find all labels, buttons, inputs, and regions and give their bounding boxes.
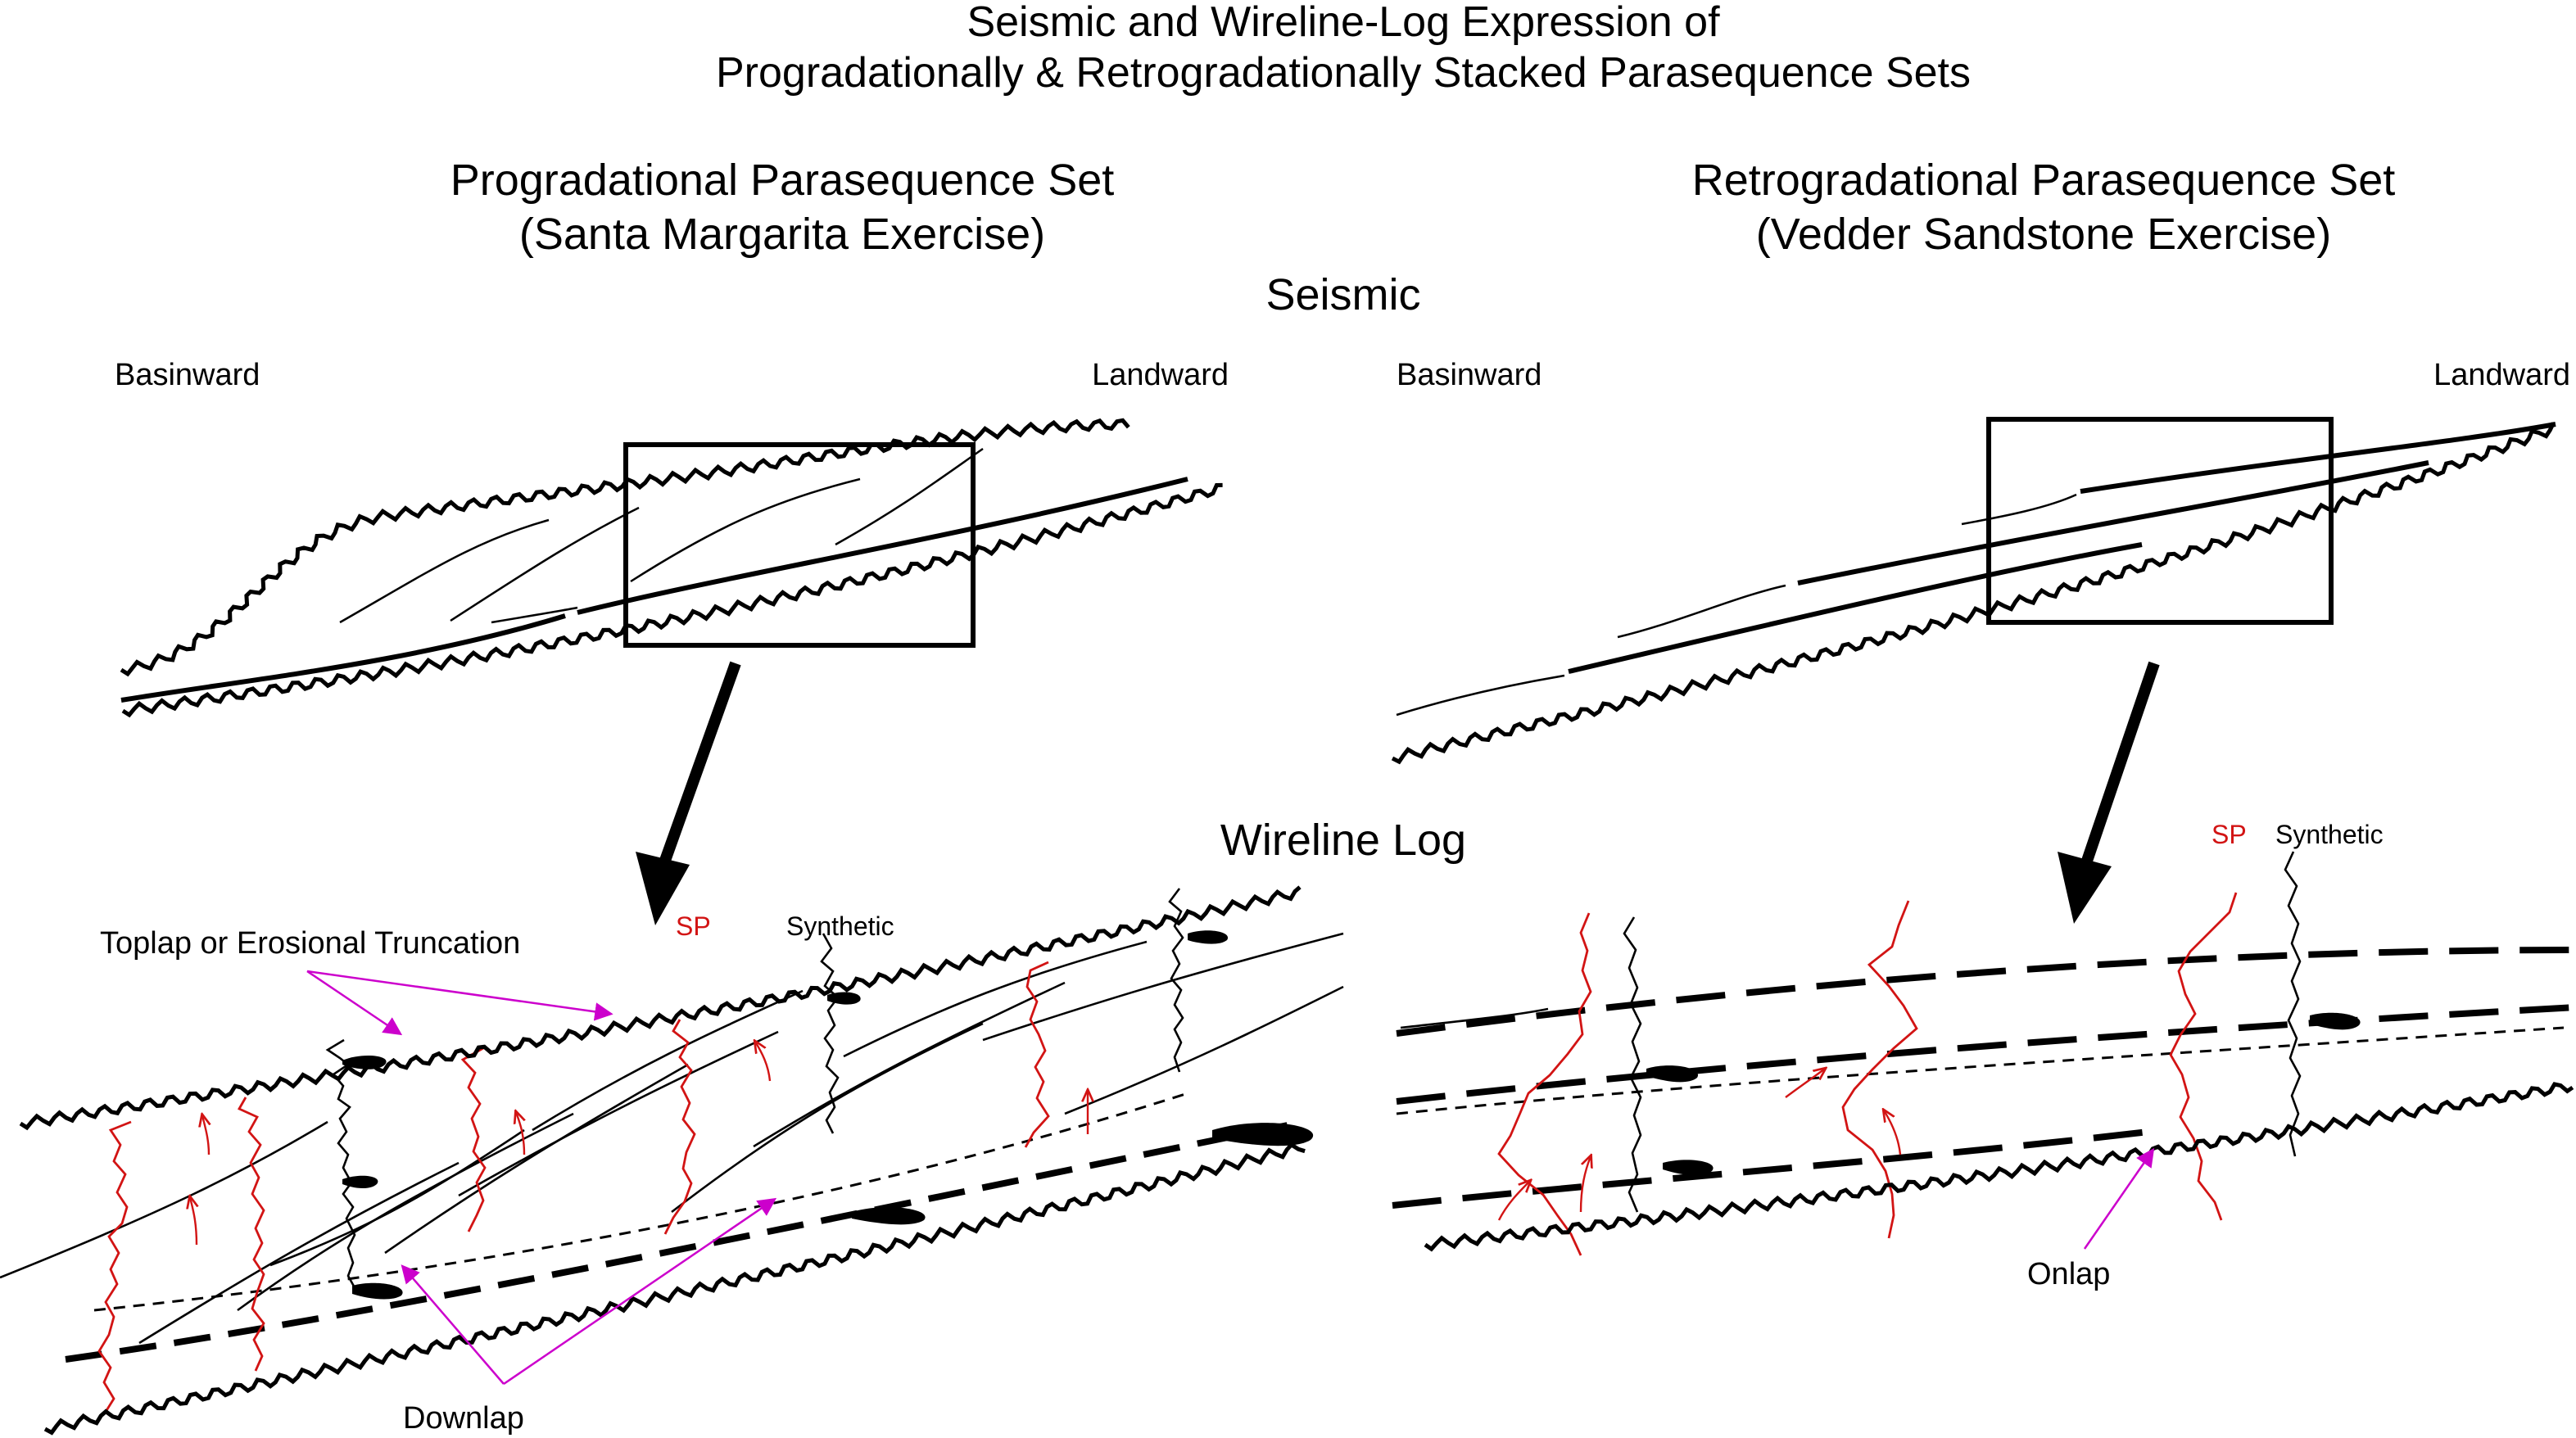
right-seismic-thin-reflector-a bbox=[1396, 674, 1565, 717]
right-landward-label: Landward bbox=[2433, 358, 2570, 392]
left-seismic-zoom-box bbox=[623, 442, 976, 648]
left-seismic-upper-unconformity-wave bbox=[120, 418, 1130, 677]
left-synthetic-log-2 bbox=[820, 933, 840, 1134]
right-seismic-lower-unconformity bbox=[1392, 426, 2560, 758]
left-synthetic-log-3 bbox=[1168, 888, 1184, 1073]
right-sp-trend-arrows bbox=[1497, 1069, 1902, 1221]
downlap-annotation: Downlap bbox=[403, 1401, 524, 1436]
right-seismic-thin-reflector-c bbox=[1961, 493, 2077, 526]
right-log-thin-top bbox=[1400, 1007, 1549, 1029]
right-panel-title-line2: (Vedder Sandstone Exercise) bbox=[1756, 210, 2331, 259]
right-log-lower-reflector bbox=[1392, 1127, 2163, 1209]
left-synthetic-label: Synthetic bbox=[786, 911, 894, 941]
wireline-heading: Wireline Log bbox=[1220, 816, 1466, 865]
left-seismic-thick-reflector-b bbox=[577, 477, 1188, 615]
left-zoom-arrow-head bbox=[636, 852, 690, 925]
right-wireline-section bbox=[1392, 851, 2576, 1256]
seismic-heading: Seismic bbox=[1265, 270, 1420, 319]
right-seismic-section bbox=[1392, 417, 2560, 924]
right-synthetic-spikes bbox=[1646, 1012, 2361, 1176]
left-seismic-lower-unconformity-wave bbox=[121, 482, 1223, 718]
right-seismic-thin-reflector-b bbox=[1617, 584, 1786, 639]
left-log-upper-unconformity-wave bbox=[19, 885, 1302, 1131]
left-panel-title-line1: Progradational Parasequence Set bbox=[450, 156, 1115, 205]
left-zoom-arrow bbox=[656, 661, 741, 872]
left-log-lower-unconformity-wave bbox=[43, 1142, 1306, 1436]
right-zoom-arrow bbox=[2079, 661, 2160, 870]
main-title-line2: Progradationally & Retrogradationally St… bbox=[716, 49, 1971, 97]
left-log-dashed-horizon bbox=[93, 1092, 1188, 1312]
right-synthetic-log-2 bbox=[2284, 851, 2302, 1157]
onlap-arrow bbox=[2083, 1147, 2155, 1250]
right-sp-label: SP bbox=[2212, 820, 2247, 849]
left-seismic-thin-reflector-3 bbox=[491, 606, 578, 624]
right-seismic-lower-unconformity-wave bbox=[1391, 422, 2556, 765]
left-seismic-thick-reflector-a bbox=[120, 613, 566, 703]
right-log-dashed-horizon bbox=[1396, 1026, 2565, 1115]
left-seismic-thin-reflector-5 bbox=[835, 447, 984, 546]
right-sp-logs bbox=[1497, 892, 2238, 1256]
toplap-arrows bbox=[306, 970, 613, 1036]
left-synthetic-spikes bbox=[342, 930, 1314, 1300]
left-wireline-section bbox=[0, 888, 1344, 1413]
left-sp-label: SP bbox=[676, 911, 711, 941]
left-landward-label: Landward bbox=[1092, 358, 1229, 392]
right-seismic-thick-reflector-b bbox=[1797, 460, 2429, 586]
onlap-annotation: Onlap bbox=[2027, 1257, 2110, 1291]
right-seismic-thick-reflector-c bbox=[2080, 422, 2556, 494]
left-seismic-thin-reflector-1 bbox=[339, 518, 550, 624]
right-log-middle-reflector bbox=[1396, 1004, 2576, 1105]
left-log-thick-dashed-horizon bbox=[65, 1119, 1305, 1363]
left-basinward-label: Basinward bbox=[115, 358, 260, 392]
left-seismic-section bbox=[120, 442, 1188, 925]
right-seismic-zoom-box bbox=[1986, 417, 2334, 625]
right-zoom-arrow-head bbox=[2058, 852, 2112, 924]
left-sp-trend-arrows bbox=[190, 1042, 1088, 1246]
left-log-clinoforms bbox=[0, 932, 1344, 1345]
right-seismic-thick-reflector-a bbox=[1568, 542, 2143, 674]
left-seismic-thin-reflector-4 bbox=[630, 477, 861, 583]
left-panel-title-line2: (Santa Margarita Exercise) bbox=[519, 210, 1045, 259]
right-panel-title-line1: Retrogradational Parasequence Set bbox=[1692, 156, 2396, 205]
right-log-upper-reflector bbox=[1396, 947, 2576, 1037]
wavy-unconformities bbox=[19, 418, 2574, 1436]
right-log-unconformity-wave bbox=[1424, 1082, 2574, 1252]
right-synthetic-log-1 bbox=[1623, 916, 1642, 1213]
right-basinward-label: Basinward bbox=[1397, 358, 1542, 392]
main-title-line1: Seismic and Wireline-Log Expression of bbox=[967, 0, 1720, 46]
downlap-arrows bbox=[401, 1197, 777, 1386]
left-synthetic-log-1 bbox=[325, 1038, 358, 1291]
left-seismic-thin-reflector-2 bbox=[450, 506, 640, 622]
left-sp-logs bbox=[97, 961, 1050, 1413]
toplap-annotation: Toplap or Erosional Truncation bbox=[100, 926, 520, 961]
right-synthetic-label: Synthetic bbox=[2275, 820, 2384, 849]
